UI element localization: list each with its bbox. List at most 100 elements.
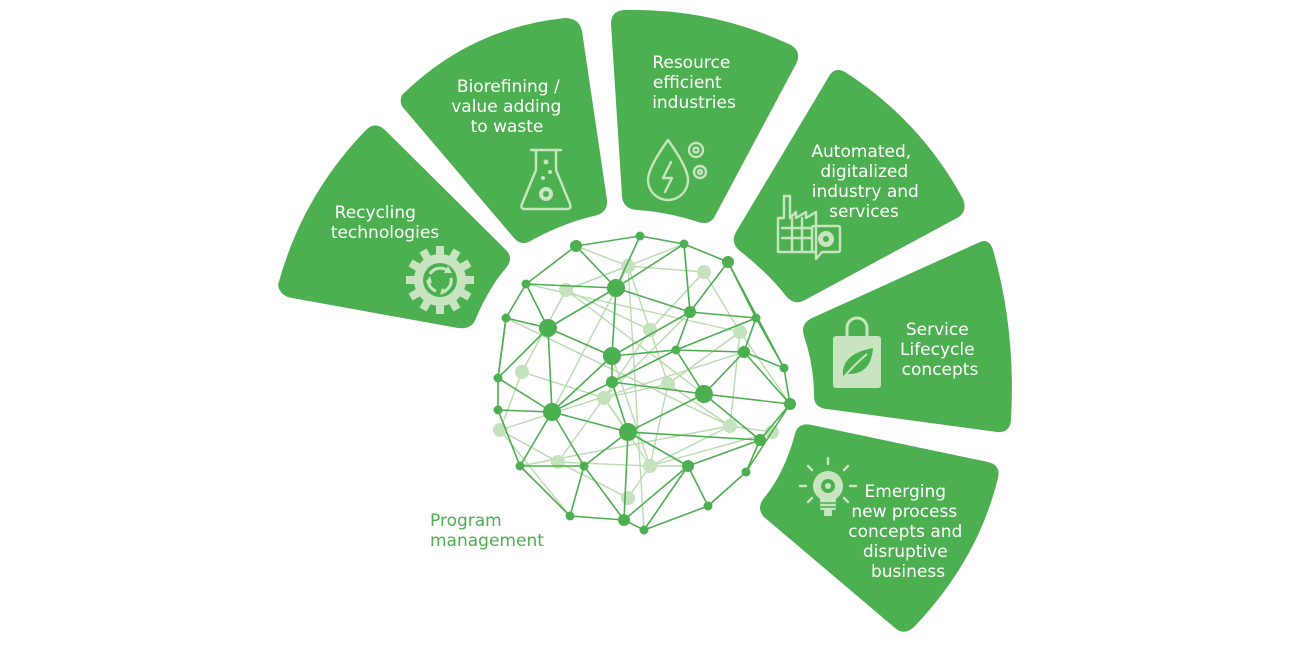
network-edge [499, 371, 523, 431]
network-edge [519, 411, 553, 467]
network-edge [497, 409, 553, 413]
segment-automated-digitalized[interactable]: Automated, digitalized industry and serv… [733, 70, 965, 303]
network-edge [611, 349, 677, 383]
network-node [603, 347, 621, 365]
network-edge [627, 265, 645, 531]
network-edge [683, 243, 691, 313]
network-edge [743, 317, 757, 353]
network-edge [499, 351, 745, 431]
network-edge [497, 327, 549, 379]
network-edge [687, 439, 761, 467]
network-edge [639, 235, 685, 245]
network-edge [611, 381, 705, 395]
network-node [751, 313, 761, 323]
network-edge [703, 393, 791, 405]
program-management-label: Program management [430, 511, 544, 551]
network-edge [505, 283, 527, 319]
segment-label: Automated, digitalized industry and serv… [811, 142, 924, 222]
network-node [723, 419, 737, 433]
network-node [579, 461, 589, 471]
network-edge [551, 411, 629, 433]
network-edge [689, 311, 757, 319]
network-node [621, 491, 635, 505]
network-edge [675, 311, 691, 351]
network-edge [729, 331, 741, 427]
network-node [521, 279, 531, 289]
network-edge [649, 431, 773, 467]
network-node [515, 365, 529, 379]
segment-label: Service Lifecycle concepts [900, 320, 980, 380]
segment-resource-efficient[interactable]: Resource efficient industries [611, 9, 799, 224]
network-node [682, 460, 694, 472]
network-node [618, 514, 630, 526]
network-node [543, 403, 561, 421]
network-edge [627, 265, 651, 331]
network-node [639, 525, 649, 535]
network-edge [623, 465, 689, 521]
segment-shape [400, 18, 608, 244]
network-edge [525, 245, 577, 285]
network-edge [627, 393, 705, 433]
network-edge [565, 289, 705, 395]
network-edge [583, 431, 629, 467]
segment-service-lifecycle[interactable]: Service Lifecycle concepts [803, 241, 1012, 433]
drop-energy-gears-icon [646, 138, 708, 202]
network-edge [583, 465, 625, 521]
network-node [643, 459, 657, 473]
recycling-gear-icon [406, 246, 474, 314]
network-edge [729, 425, 773, 433]
segment-recycling-technologies[interactable]: Recycling technologies [278, 125, 510, 329]
network-edge [689, 261, 729, 313]
network-edge [615, 235, 641, 289]
network-node [722, 256, 734, 268]
network-edge [649, 425, 731, 467]
flask-gear-icon [520, 148, 572, 211]
network-edge [667, 331, 741, 385]
network-node [703, 501, 713, 511]
network-node [619, 423, 637, 441]
network-edge [551, 381, 613, 413]
network-edge [569, 465, 585, 517]
network-edge [497, 409, 521, 467]
network-edge [611, 355, 651, 467]
network-node [679, 239, 689, 249]
network-edge [611, 311, 691, 357]
network-edge [703, 271, 741, 333]
network-edge [615, 287, 691, 313]
segment-emerging-concepts[interactable]: Emerging new process concepts and disrup… [760, 424, 999, 632]
network-node [741, 467, 751, 477]
network-edge [783, 367, 791, 405]
network-edge [575, 235, 641, 247]
network-node [779, 363, 789, 373]
network-edge [687, 465, 709, 507]
network-edge [649, 271, 705, 331]
geodesic-network-sphere-icon [493, 231, 796, 535]
network-edge [703, 351, 745, 395]
network-node [515, 461, 525, 471]
network-node [539, 319, 557, 337]
network-edge [557, 461, 651, 467]
network-node [607, 279, 625, 297]
network-edge [519, 465, 571, 517]
network-edge [615, 243, 685, 289]
segment-biorefining[interactable]: Biorefining / value adding to waste [400, 18, 608, 244]
network-edge [547, 287, 617, 329]
network-edge [547, 327, 553, 413]
network-edge [707, 471, 747, 507]
network-edge [649, 329, 669, 385]
network-node [597, 391, 611, 405]
network-node [565, 511, 575, 521]
network-node [493, 423, 507, 437]
network-edge [525, 283, 741, 333]
network-edge [759, 403, 791, 441]
network-edge [611, 287, 617, 357]
network-edge [547, 327, 613, 357]
network-node [754, 434, 766, 446]
network-edge [643, 505, 709, 531]
network-node [697, 265, 711, 279]
network-node [695, 385, 713, 403]
network-node [606, 376, 618, 388]
network-node [493, 405, 503, 415]
network-node [733, 325, 747, 339]
